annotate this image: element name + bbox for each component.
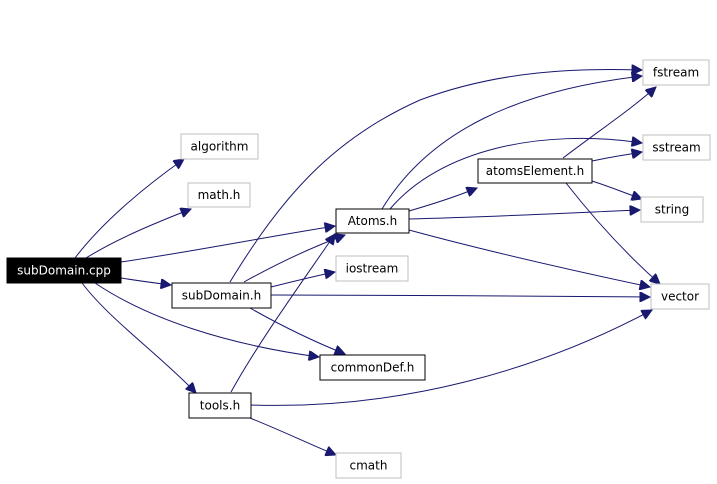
edge-atomsElement_h-sstream — [591, 152, 642, 162]
edge-Atoms_h-vector — [408, 229, 650, 287]
node-cmath[interactable]: cmath — [335, 452, 402, 479]
edges-layer — [74, 69, 660, 455]
node-Atoms_h[interactable]: Atoms.h — [335, 208, 410, 234]
edge-Atoms_h-string — [408, 210, 640, 220]
edge-subDomain_cpp-commonDef_h — [94, 282, 319, 357]
svg-text:cmath: cmath — [350, 459, 388, 473]
svg-text:subDomain.h: subDomain.h — [182, 289, 261, 303]
edge-Atoms_h-sstream — [389, 138, 642, 210]
svg-text:commonDef.h: commonDef.h — [331, 361, 415, 375]
node-sstream[interactable]: sstream — [642, 134, 711, 161]
edge-tools_h-cmath — [249, 417, 336, 455]
edge-atomsElement_h-string — [591, 180, 642, 199]
edge-atomsElement_h-vector — [565, 182, 660, 284]
edge-subDomain_cpp-subDomain_h — [120, 277, 171, 285]
edge-subDomain_h-commonDef_h — [249, 307, 345, 354]
edge-tools_h-Atoms_h — [230, 234, 335, 393]
svg-text:math.h: math.h — [198, 188, 241, 202]
node-commonDef_h[interactable]: commonDef.h — [319, 354, 426, 381]
node-atomsElement_h[interactable]: atomsElement.h — [477, 158, 593, 184]
edge-atomsElement_h-fstream — [562, 87, 656, 159]
svg-text:subDomain.cpp: subDomain.cpp — [17, 264, 111, 278]
node-subDomain_h[interactable]: subDomain.h — [171, 282, 272, 309]
svg-text:Atoms.h: Atoms.h — [348, 214, 397, 228]
node-subDomain_cpp[interactable]: subDomain.cpp — [6, 257, 122, 284]
node-string[interactable]: string — [640, 196, 704, 223]
edge-subDomain_h-vector — [270, 295, 650, 297]
svg-text:fstream: fstream — [653, 66, 699, 80]
nodes-layer: subDomain.cpp algorithm math.h Atoms.h s… — [6, 59, 711, 479]
edge-subDomain_cpp-algorithm — [74, 159, 184, 259]
svg-text:vector: vector — [661, 290, 699, 304]
edge-subDomain_h-fstream — [229, 69, 642, 283]
edge-Atoms_h-atomsElement_h — [408, 188, 477, 212]
edge-Atoms_h-fstream — [381, 76, 642, 210]
edge-subDomain_cpp-math_h — [85, 209, 191, 259]
svg-text:tools.h: tools.h — [200, 399, 240, 413]
edge-subDomain_cpp-tools_h — [81, 282, 196, 393]
node-vector[interactable]: vector — [650, 283, 710, 310]
edge-tools_h-vector — [250, 310, 652, 406]
svg-text:iostream: iostream — [346, 262, 399, 276]
node-iostream[interactable]: iostream — [335, 255, 409, 282]
svg-text:sstream: sstream — [652, 141, 700, 155]
node-math_h[interactable]: math.h — [187, 182, 251, 208]
svg-text:atomsElement.h: atomsElement.h — [486, 164, 584, 178]
svg-text:algorithm: algorithm — [191, 140, 249, 154]
edge-subDomain_cpp-Atoms_h — [120, 226, 335, 263]
node-algorithm[interactable]: algorithm — [180, 133, 259, 160]
node-fstream[interactable]: fstream — [642, 59, 710, 86]
svg-text:string: string — [655, 203, 689, 217]
node-tools_h[interactable]: tools.h — [188, 392, 252, 419]
